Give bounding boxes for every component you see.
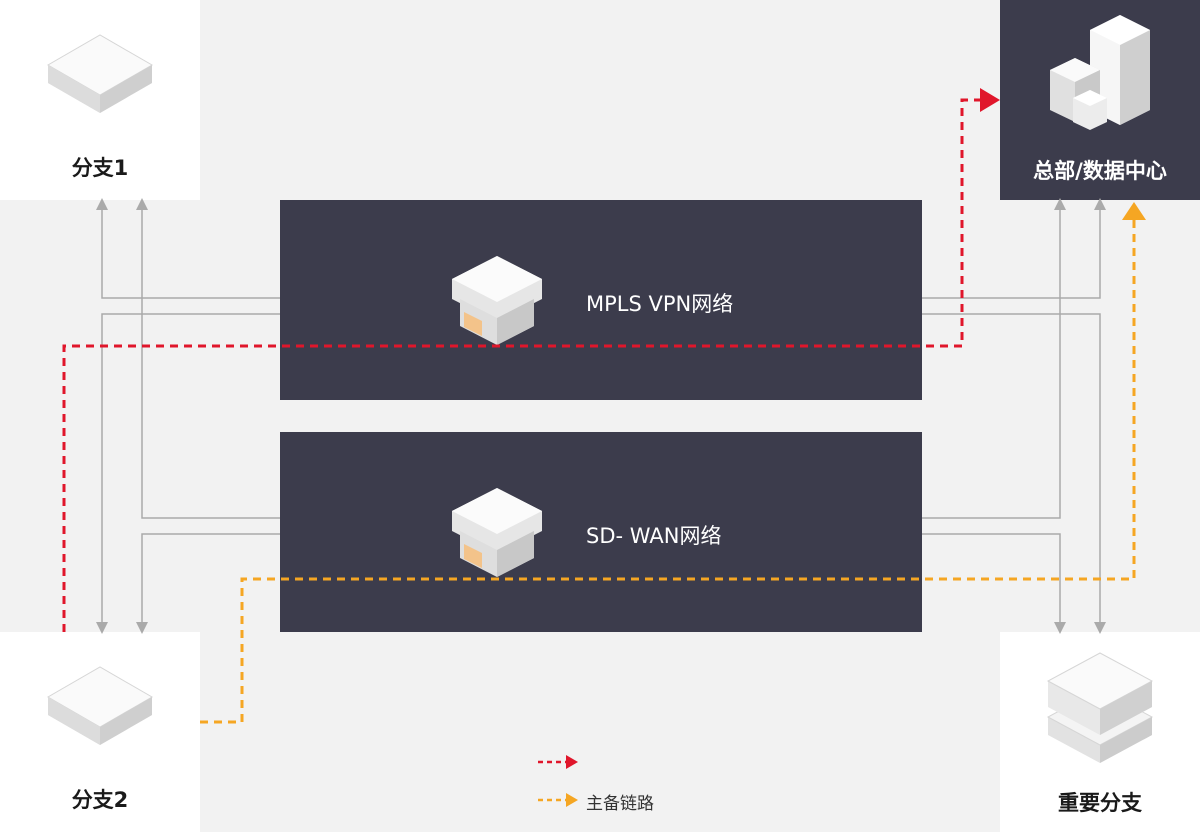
gray-link-mpls-hq [922,198,1106,299]
hq-node: 总部/数据中心 [1000,0,1200,200]
gray-link-sdwan-keybranch [922,533,1066,634]
network-node-icon [452,488,542,577]
sdwan-network-label: SD- WAN网络 [586,524,722,548]
legend-backup-arrow [566,793,578,807]
sdwan-network-panel: SD- WAN网络 [280,432,922,632]
branch1-node: 分支1 [0,0,200,200]
primary-link-path [62,98,984,632]
backup-link-arrow [1122,202,1146,220]
network-node-icon [452,256,542,345]
datacenter-building-icon [1050,15,1150,130]
backup-link-path [200,220,1136,724]
gray-link-branch1-mpls [96,198,280,299]
key-branch-node: 重要分支 [1000,632,1200,832]
gray-link-sdwan-branch2 [136,533,280,634]
primary-link-arrow [980,88,1000,112]
router-device-icon [46,34,154,113]
mpls-network-panel: MPLS VPN网络 [280,200,922,400]
legend-primary-arrow [566,755,578,769]
mpls-network-label: MPLS VPN网络 [586,292,734,316]
gray-link-sdwan-branch1 [136,198,280,519]
legend-backup-label: 主备链路 [586,794,654,814]
branch2-node: 分支2 [0,632,200,832]
gray-link-mpls-keybranch [922,313,1106,634]
router-device-icon [46,666,154,745]
gray-link-sdwan-hq [922,198,1066,519]
stacked-router-icon [1046,652,1154,763]
branch2-label: 分支2 [71,788,129,812]
gray-link-mpls-branch2 [96,313,280,634]
hq-label: 总部/数据中心 [1033,159,1167,183]
branch1-label: 分支1 [71,156,129,180]
key-branch-label: 重要分支 [1058,791,1142,815]
